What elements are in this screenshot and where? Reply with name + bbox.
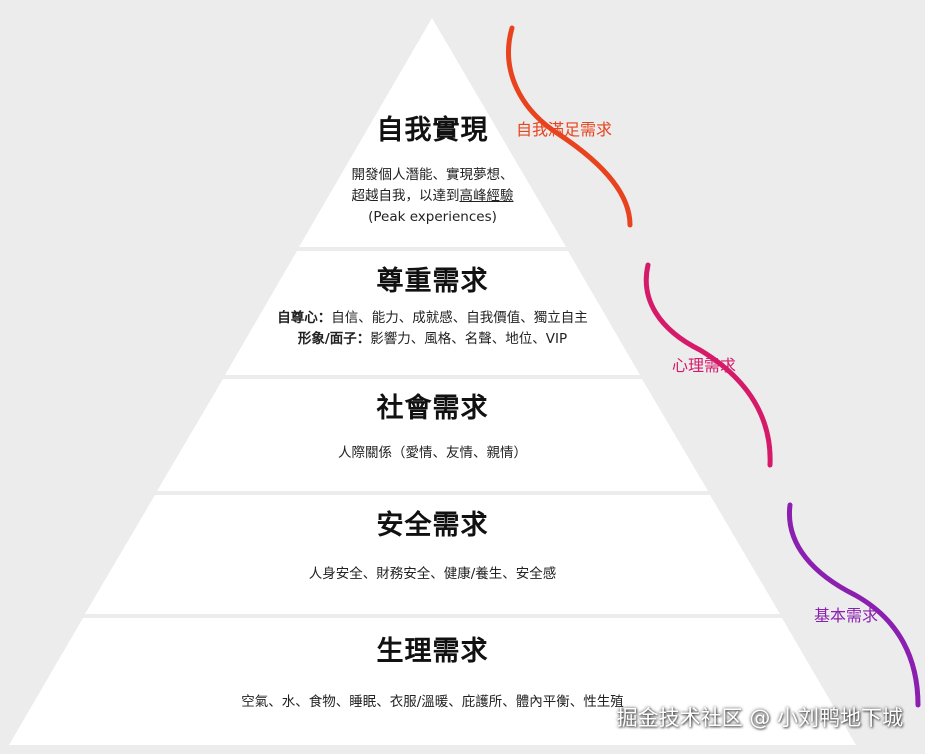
tier-description: 空氣、水、食物、睡眠、衣服/溫暖、庇護所、體內平衡、性生殖 — [241, 694, 624, 711]
desc-line: 形象/面子：影響力、風格、名聲、地位、VIP — [0, 329, 865, 350]
group-label-basic: 基本需求 — [814, 606, 879, 625]
desc-underlined-text: 高峰經驗 — [459, 188, 514, 205]
tier-description: 人際關係（愛情、友情、親情） — [338, 445, 527, 462]
tier-social: 社會需求 人際關係（愛情、友情、親情） — [0, 393, 865, 464]
desc-line: 自尊心：自信、能力、成就感、自我價值、獨立自主 — [0, 308, 865, 329]
tier-description: 人身安全、財務安全、健康/養生、安全感 — [308, 566, 557, 583]
tier-title: 安全需求 — [376, 510, 489, 541]
tier-safety: 安全需求 人身安全、財務安全、健康/養生、安全感 — [0, 510, 865, 585]
tier-title: 生理需求 — [376, 636, 489, 667]
tier-self-actualization: 自我實現 開發個人潛能、實現夢想、 超越自我，以達到高峰經驗 (Peak exp… — [0, 115, 865, 228]
pyramid-tier-safety — [85, 495, 780, 614]
group-label-psychological: 心理需求 — [672, 356, 737, 375]
curve-self-fulfillment — [506, 25, 633, 228]
tier-description: 自尊心：自信、能力、成就感、自我價值、獨立自主 形象/面子：影響力、風格、名聲、… — [0, 308, 865, 350]
desc-line: (Peak experiences) — [368, 209, 497, 226]
tier-physiological: 生理需求 空氣、水、食物、睡眠、衣服/溫暖、庇護所、體內平衡、性生殖 — [0, 636, 865, 713]
pyramid-tier-physiological — [9, 618, 856, 745]
pyramid-tier-social — [157, 379, 708, 491]
watermark: 掘金技术社区 @ 小刘鸭地下城 — [616, 706, 903, 730]
tier-title: 尊重需求 — [376, 266, 489, 297]
desc-line: 超越自我，以達到高峰經驗 — [0, 186, 865, 207]
curve-psychological — [643, 262, 773, 468]
tier-description: 開發個人潛能、實現夢想、 超越自我，以達到高峰經驗 (Peak experien… — [0, 165, 865, 228]
desc-text: 自信、能力、成就感、自我價值、獨立自主 — [331, 310, 588, 327]
curve-basic — [786, 502, 921, 708]
tier-title: 自我實現 — [376, 115, 489, 146]
tier-esteem: 尊重需求 自尊心：自信、能力、成就感、自我價值、獨立自主 形象/面子：影響力、風… — [0, 266, 865, 350]
desc-label: 形象/面子： — [297, 331, 371, 348]
desc-text: 超越自我，以達到 — [351, 188, 460, 205]
desc-text: 影響力、風格、名聲、地位、VIP — [370, 331, 568, 348]
group-label-self-fulfillment: 自我滿足需求 — [516, 120, 613, 139]
tier-title: 社會需求 — [376, 393, 489, 424]
pyramid-tier-esteem — [225, 251, 640, 375]
desc-label: 自尊心： — [277, 310, 332, 327]
desc-line: 開發個人潛能、實現夢想、 — [351, 167, 514, 184]
pyramid-tier-self-actualization — [299, 18, 566, 247]
